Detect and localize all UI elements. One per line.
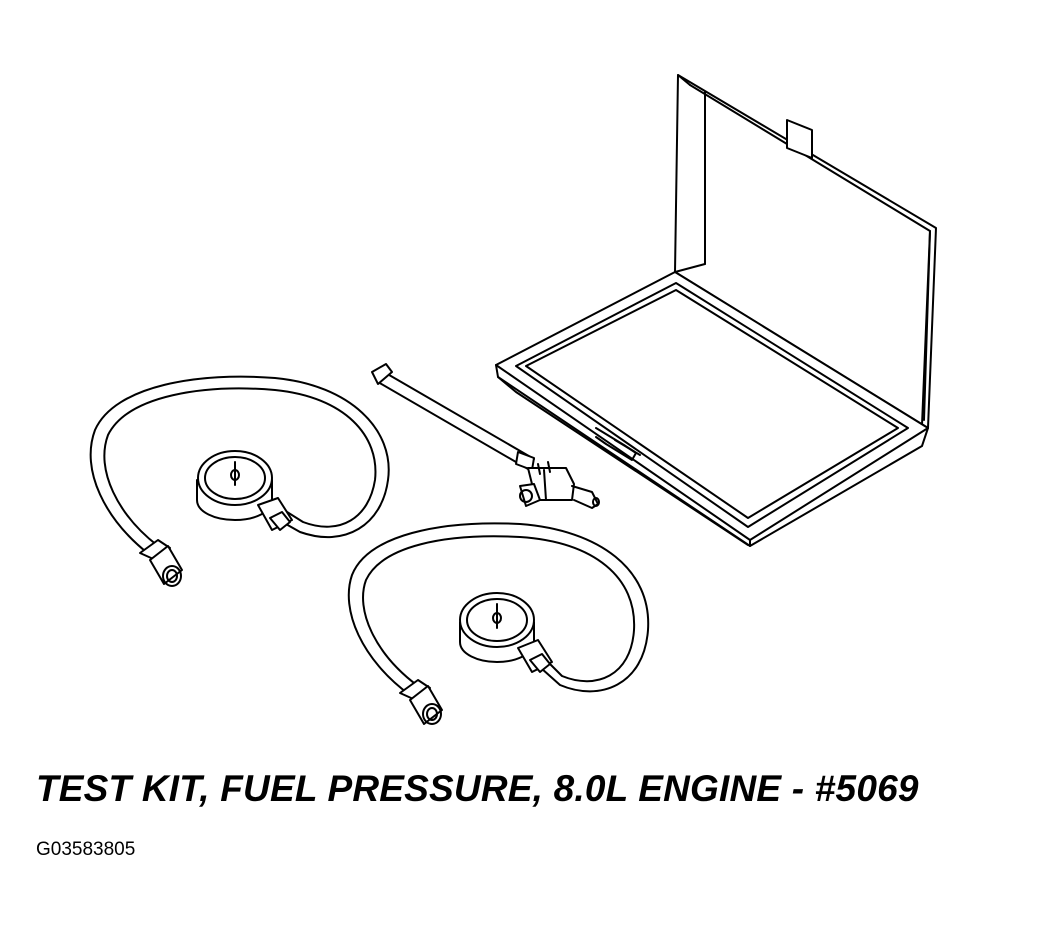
figure-caption: TEST KIT, FUEL PRESSURE, 8.0L ENGINE - #… bbox=[36, 768, 919, 809]
fuel-pressure-gauge-right bbox=[349, 523, 648, 724]
adapter-hose bbox=[372, 364, 599, 508]
case-base bbox=[496, 272, 928, 546]
left-gauge bbox=[197, 451, 272, 520]
fuel-pressure-gauge-left bbox=[91, 377, 389, 586]
case-lid bbox=[675, 75, 936, 428]
right-hose-fitting bbox=[400, 680, 442, 724]
figure-code: G03583805 bbox=[36, 839, 136, 860]
test-kit-illustration bbox=[0, 0, 1044, 760]
lid-latch-tab bbox=[787, 120, 812, 158]
right-gauge bbox=[460, 593, 534, 662]
left-hose-fitting bbox=[140, 540, 182, 586]
carrying-case bbox=[496, 75, 936, 546]
